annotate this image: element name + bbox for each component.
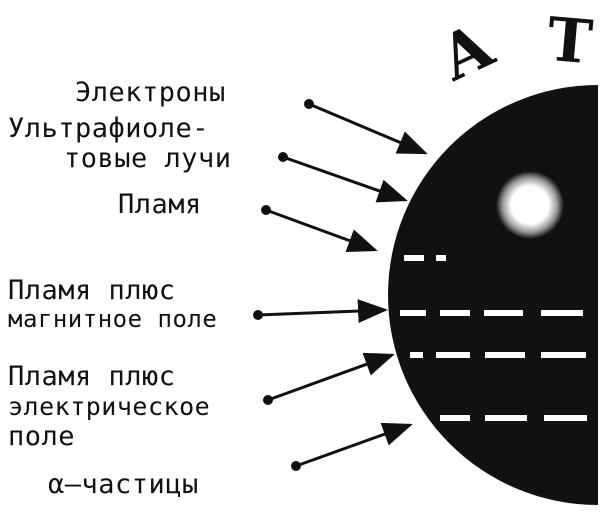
flash-spot: [496, 171, 564, 239]
screen-half-disc: [388, 85, 598, 505]
label-flame: Пламя: [118, 189, 202, 220]
arrows: [253, 99, 428, 471]
dash-traces: [400, 255, 587, 421]
label-flame-electric-line1: Пламя плюс: [8, 361, 176, 392]
svg-text:Т: Т: [544, 5, 595, 79]
label-flame-magnetic-line1: Пламя плюс: [8, 275, 176, 306]
label-flame-electric-line3: поле: [8, 421, 76, 452]
label-uv-line2: товые лучи: [64, 143, 232, 174]
svg-text:А: А: [428, 8, 505, 96]
label-electrons: Электроны: [75, 77, 226, 108]
label-uv-line1: Ультрафиоле-: [8, 113, 210, 144]
title-letters: А Т: [428, 5, 595, 96]
label-alpha-particles: α–частицы: [48, 469, 199, 500]
label-flame-magnetic-line2: магнитное поле: [8, 305, 218, 333]
label-flame-electric-line2: электрическое: [8, 392, 211, 421]
